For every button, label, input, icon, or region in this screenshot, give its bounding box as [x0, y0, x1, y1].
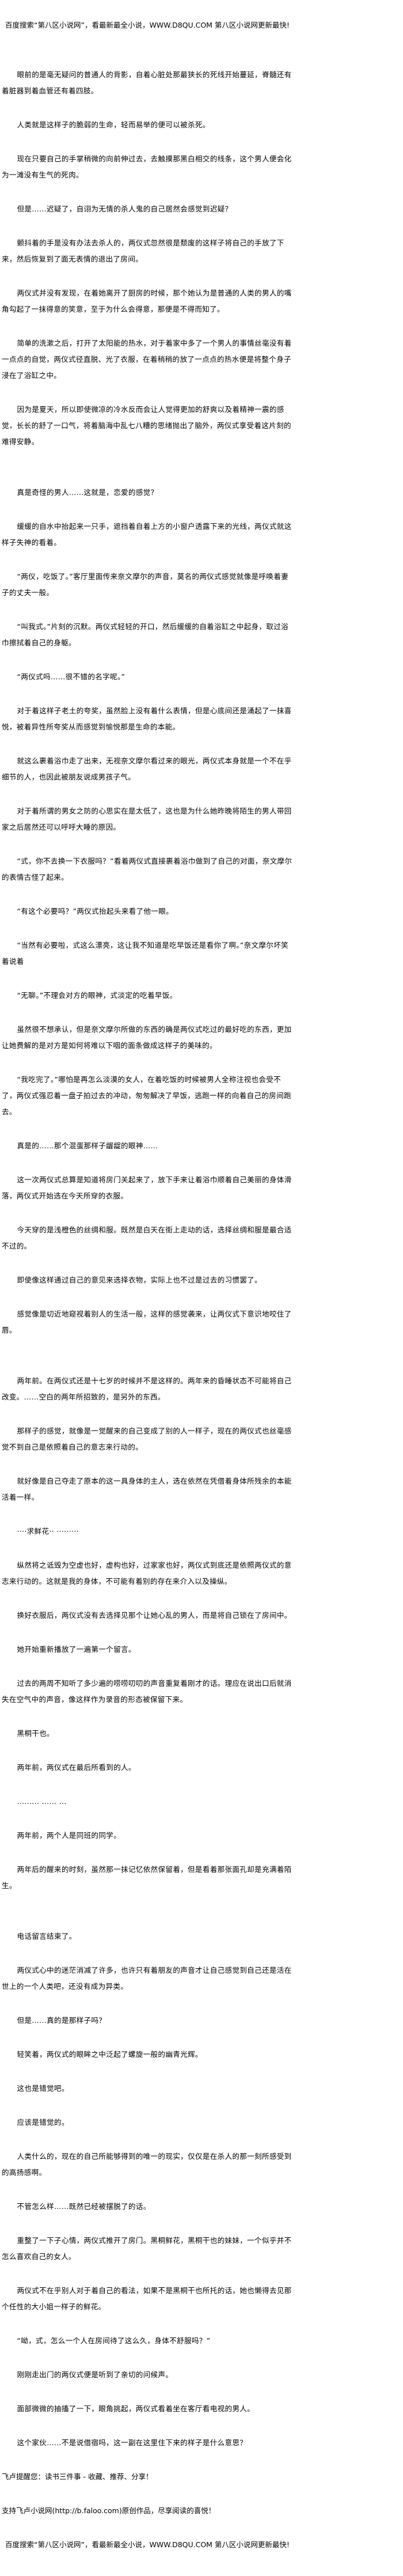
paragraph: 但是……迟疑了，自诩为无情的杀人鬼的自己居然会感觉到迟疑？ — [17, 205, 233, 213]
paragraph: 眼前的是毫无疑问的普通人的背影，自着心脏处那最狭长的死线开始蔓延，脊髓还有着脏器… — [2, 70, 292, 95]
paragraph: 真是奇怪的男人……这就是，恋爱的感觉？ — [17, 488, 158, 497]
site-banner-top: 百度搜索“第八区小说网”，看最新最全小说，WWW.D8QU.COM 第八区小说网… — [5, 21, 290, 29]
paragraph: 今天穿的是浅橙色的丝绸和服。既然是白天在街上走动的话，选择丝绸和服是最合适不过的… — [2, 1225, 292, 1250]
paragraph: “有这个必要吗？”两仪式抬起头来看了他一眼。 — [17, 907, 173, 916]
paragraph: 两年前，两仪式在最后所看到的人。 — [17, 1763, 136, 1772]
paragraph: 刚刚走出门的两仪式便是听到了亲切的问候声。 — [17, 2370, 173, 2379]
paragraph: 就好像是自己夺走了原本的这一具身体的主人，选在依然在凭借着身体所残余的本能活着一… — [2, 1477, 292, 1501]
paragraph: 即使像这样通过自己的意见来选择衣物，实际上也不过是过去的习惯罢了。 — [17, 1276, 262, 1284]
paragraph: 这也是错觉吧。 — [17, 2084, 69, 2093]
paragraph: 两年前。在两仪式还是十七岁的时候并不是这样的。两年来的昏睡状态不可能将自己改变。… — [2, 1376, 292, 1401]
paragraph: ......... ...... ... — [17, 1797, 67, 1806]
paragraph: 她开始重新播放了一遍第一个留言。 — [17, 1645, 136, 1654]
paragraph: 对于着这样子老土的夸奖，虽然脸上没有着什么表情，但是心底间还是涌起了一抹喜悦，被… — [2, 706, 292, 731]
paragraph: 虽然很不想承认，但是奈文摩尔所做的东西的确是两仪式吃过的最好吃的东西，更加让她费… — [2, 1025, 292, 1050]
paragraph: 轻笑着，两仪式的眼眸之中泛起了螺旋一般的幽青光辉。 — [17, 2050, 203, 2059]
paragraph: 应该是错觉的。 — [17, 2118, 69, 2127]
paragraph: 缓缓的自水中抬起来一只手，遮挡着自着上方的小窗户透露下来的光线，两仪式就这样子失… — [2, 522, 292, 547]
paragraph: 这一次两仪式总算是知道将房门关起来了，放下手来让着浴巾顺着自己美丽的身体滑落，两… — [2, 1175, 292, 1200]
chapter-page: 百度搜索“第八区小说网”，看最新最全小说，WWW.D8QU.COM 第八区小说网… — [2, 21, 294, 2549]
paragraph: 电话留言结束了。 — [17, 1932, 77, 1940]
paragraph: “无聊。”不理会对方的眼神，式淡定的吃着早饭。 — [17, 991, 177, 1000]
paragraph: “叫我式。”片刻的沉默。两仪式轻轻的开口，然后缓缓的自着浴缸之中起身，取过浴巾擦… — [2, 622, 288, 647]
paragraph: “我吃完了。”哪怕是再怎么淡漠的女人，在着吃饭的时候被男人全称注视也会受不了，两… — [2, 1075, 291, 1116]
paragraph: 那样子的感觉，就像是一觉醒来的自己变成了别的人一样子，现在的两仪式也丝毫感觉不到… — [2, 1427, 292, 1451]
paragraph: 两仪式心中的迷茫消减了许多，也许只有着朋友的声音才让自己感觉到自己还是活在世上的… — [2, 1966, 292, 1991]
paragraph: 纵然将之诋毁为空虚也好，虚构也好，过家家也好，两仪式到底还是依照两仪式的意志来行… — [2, 1561, 292, 1586]
paragraph: “两仪，吃饭了。”客厅里面传来奈文摩尔的声音，莫名的两仪式感觉就像是呼唤着妻子的… — [2, 572, 288, 597]
paragraph: 因为是夏天，所以即使微凉的冷水反而会让人觉得更加的舒爽以及着精神一震的感觉，长长… — [2, 405, 291, 446]
paragraph: 换好衣服后，两仪式没有去选择见那个让她心乱的男人，而是将自己锁在了房间中。 — [17, 1611, 292, 1620]
paragraph: 重整了一下子心情，两仪式推开了房门。黑桐鲜花，黑桐干也的妹妹，一个似乎并不怎么喜… — [2, 2236, 292, 2261]
paragraph: ····求鲜花·· ········· — [17, 1527, 79, 1535]
paragraph: 过去的两周不知听了多少遍的唠唠叨叨的声音重复着刚才的话。理应在说出口后就消失在空… — [2, 1679, 292, 1704]
chapter-content: 眼前的是毫无疑问的普通人的背影，自着心脏处那最狭长的死线开始蔓延，脊髓还有着脏器… — [2, 67, 294, 2451]
paragraph: 感觉像是切近地窥视着别人的生活一般，这样的感觉袭来，让两仪式下意识地咬住了唇。 — [2, 1310, 292, 1334]
faloo-support-link[interactable]: 支持飞卢小说网(http://b.faloo.com)原创作品，尽享阅读的喜悦！ — [2, 2506, 216, 2515]
paragraph: “当然有必要啦，式这么漂亮，这让我不知道是吃早饭还是看你了啊。”奈文摩尔坏笑着说… — [2, 941, 288, 966]
paragraph: 不管怎么样……既然已经被摆脱了的话。 — [17, 2202, 151, 2211]
paragraph: 简单的洗漱之后，打开了太阳能的热水，对于着家中多了一个男人的事情丝毫没有着一点点… — [2, 339, 292, 380]
paragraph: 黑桐干也。 — [17, 1729, 54, 1738]
paragraph: 真是的……那个混蛋那样子龌龊的眼神…… — [17, 1141, 158, 1150]
paragraph: 但是……真的是那样子吗？ — [17, 2016, 107, 2025]
site-banner-bottom: 百度搜索“第八区小说网”，看最新最全小说，WWW.D8QU.COM 第八区小说网… — [5, 2540, 290, 2549]
paragraph: 这个家伙……不是说借宿吗，这一副在这里住下来的样子是什么意思？ — [17, 2438, 248, 2447]
paragraph: “式，你不去换一下衣服吗？”看着两仪式直接裹着浴巾做到了自己的对面，奈文摩尔的表… — [2, 857, 292, 882]
paragraph: “两仪式吗……很不错的名字呢。” — [17, 672, 126, 681]
paragraph: “呦，式，怎么一个人在房间待了这么久，身体不舒服吗？” — [17, 2336, 211, 2345]
paragraph: 面部微微的抽搐了一下，眼角挑起，两仪式看着坐在客厅看电视的男人。 — [17, 2404, 255, 2413]
paragraph: 两仪式不在乎别人对于着自己的看法，如果不是黑桐干也所托的话，她也懒得去见那个任性… — [2, 2286, 292, 2311]
paragraph: 人类就是这样子的脆弱的生命，轻而易举的便可以被杀死。 — [17, 120, 210, 129]
paragraph: 颤抖着的手是没有办法去杀人的，两仪式忽然很是颓废的这样子将自己的手放了下来，然后… — [2, 239, 284, 263]
faloo-reminder: 飞卢提醒您：读书三件事 - 收藏、推荐、分享！ — [2, 2472, 153, 2481]
paragraph: 人类什么的，现在的自己所能够得到的唯一的现实，仅仅是在杀人的那一刻所感受到的高扬… — [2, 2152, 292, 2177]
paragraph: 两年前，两个人是同班的同学。 — [17, 1831, 121, 1840]
paragraph: 就这么裹着浴巾走了出来，无视奈文摩尔看过来的眼光，两仪式本身就是一个不在乎细节的… — [2, 756, 292, 781]
paragraph: 两仪式并没有发现，在着她离开了厨房的时候，那个她认为是普通的人类的男人的嘴角勾起… — [2, 289, 292, 313]
paragraph: 对于着所谓的男女之防的心思实在是太低了，这也是为什么她昨晚将陌生的男人带回家之后… — [2, 807, 292, 831]
paragraph: 现在只要自己的手掌稍微的向前伸过去，去触摸那黑白相交的线条，这个男人便会化为一滩… — [2, 154, 292, 179]
paragraph: 两年后的醒来的时刻，虽然那一抹记忆依然保留着，但是看着那张面孔却是充满着陌生。 — [2, 1865, 292, 1890]
